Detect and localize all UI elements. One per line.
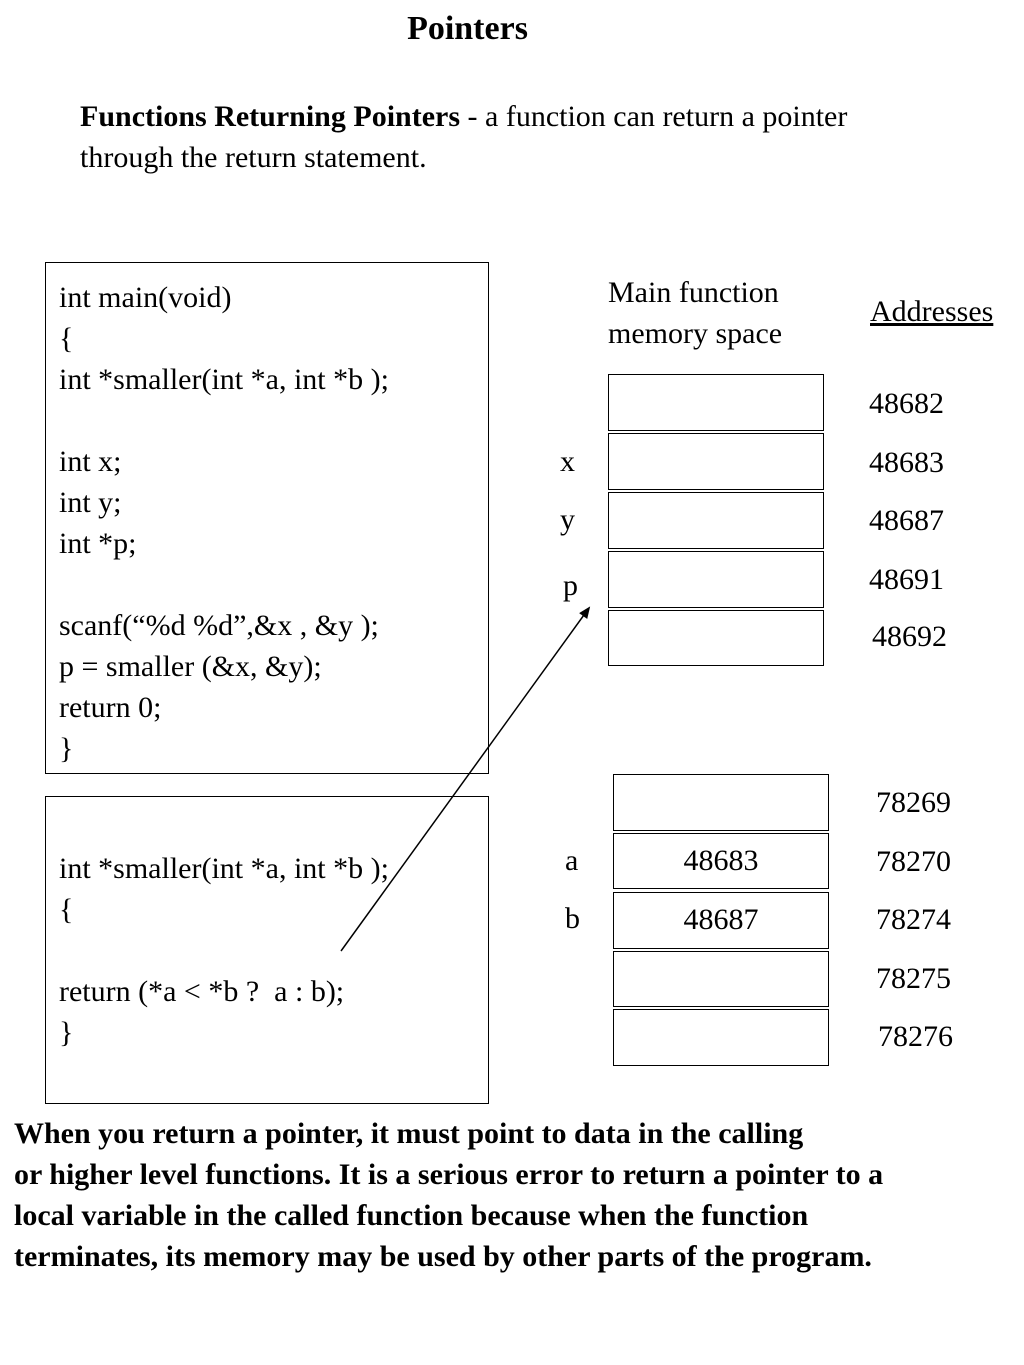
address-value: 48692 <box>872 620 947 653</box>
intro-text-line-1: a function can return a pointer <box>485 100 848 133</box>
footer-line: local variable in the called function be… <box>14 1199 809 1232</box>
variable-label-b: b <box>565 902 580 935</box>
address-value: 78269 <box>876 786 951 819</box>
main-memory-heading-line-2: memory space <box>608 317 783 350</box>
main-code-line: p = smaller (&x, &y); <box>59 650 322 683</box>
variable-label-a: a <box>565 844 579 877</box>
variable-label-x: x <box>560 445 575 478</box>
main-code-box: int main(void) { int *smaller(int *a, in… <box>45 262 489 774</box>
main-code-line <box>59 400 389 441</box>
address-value: 78270 <box>876 845 951 878</box>
page-title: Pointers <box>407 10 528 47</box>
smaller-memory-cell <box>613 774 829 831</box>
address-value: 78274 <box>876 903 951 936</box>
intro-dash: - <box>460 100 486 133</box>
main-memory-cell <box>608 433 824 490</box>
address-value: 48691 <box>869 563 944 596</box>
address-value: 48682 <box>869 387 944 420</box>
smaller-code-line <box>59 930 389 971</box>
variable-label-p: p <box>563 569 578 602</box>
address-value: 78276 <box>878 1020 953 1053</box>
main-memory-heading: Main function memory space <box>608 272 782 354</box>
variable-label-y: y <box>560 503 575 536</box>
main-memory-cell <box>608 374 824 431</box>
smaller-code-line: int *smaller(int *a, int *b ); <box>59 852 389 885</box>
footer-note: When you return a pointer, it must point… <box>14 1113 1014 1277</box>
main-code-line: return 0; <box>59 691 162 724</box>
smaller-code-line <box>59 807 389 848</box>
smaller-code-line: { <box>59 893 74 926</box>
footer-line: terminates, its memory may be used by ot… <box>14 1240 872 1273</box>
address-value: 48687 <box>869 504 944 537</box>
main-code-line: int x; <box>59 445 122 478</box>
main-memory-cell <box>608 551 824 608</box>
main-code-line: int *p; <box>59 527 137 560</box>
main-code-line: } <box>59 732 74 765</box>
intro-text: Functions Returning Pointers - a functio… <box>80 96 1000 178</box>
intro-text-line-2: through the return statement. <box>80 141 427 174</box>
smaller-code-box: int *smaller(int *a, int *b ); { return … <box>45 796 489 1104</box>
address-value: 78275 <box>876 962 951 995</box>
main-code-line: int *smaller(int *a, int *b ); <box>59 363 389 396</box>
smaller-memory-cell: 48683 <box>613 833 829 889</box>
smaller-code-line: } <box>59 1016 74 1049</box>
footer-line: or higher level functions. It is a serio… <box>14 1158 884 1191</box>
smaller-memory-cell: 48687 <box>613 892 829 949</box>
footer-line: When you return a pointer, it must point… <box>14 1117 804 1150</box>
intro-term: Functions Returning Pointers <box>80 100 461 133</box>
smaller-code-line: return (*a < *b ? a : b); <box>59 975 345 1008</box>
main-code-line <box>59 564 389 605</box>
main-code-line: scanf(“%d %d”,&x , &y ); <box>59 609 379 642</box>
main-memory-heading-line-1: Main function <box>608 276 779 309</box>
smaller-memory-cell <box>613 1009 829 1066</box>
main-code-line: { <box>59 322 74 355</box>
smaller-memory-cell <box>613 951 829 1007</box>
main-code-line: int y; <box>59 486 122 519</box>
address-value: 48683 <box>869 446 944 479</box>
main-code-line: int main(void) <box>59 281 232 314</box>
intro-line-1: Functions Returning Pointers - a functio… <box>80 96 1000 137</box>
addresses-heading: Addresses <box>870 295 994 328</box>
main-memory-cell <box>608 492 824 549</box>
main-memory-cell <box>608 610 824 666</box>
